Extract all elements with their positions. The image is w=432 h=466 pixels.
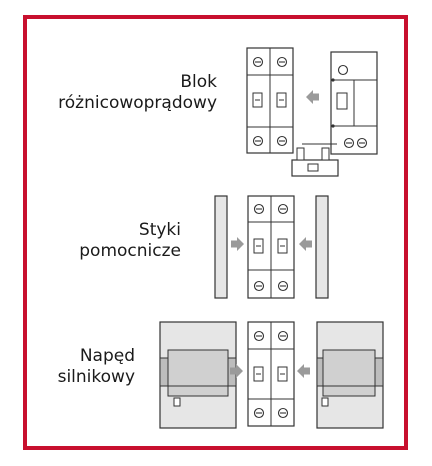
- terminal-bar-icon: [291, 143, 339, 177]
- arrow-left-icon: [297, 364, 310, 378]
- row-residual-current: [246, 47, 378, 177]
- label-motor-drive: Napęd silnikowy: [58, 346, 135, 388]
- arrow-left-icon: [299, 237, 312, 251]
- residual-current-block-icon: [330, 51, 378, 155]
- arrow-left-icon: [306, 90, 319, 104]
- diagram-frame: [23, 15, 408, 450]
- motor-drive-right-icon: [316, 321, 384, 429]
- label-line1: Styki: [138, 220, 181, 240]
- aux-contact-left-icon: [214, 195, 228, 299]
- label-residual-current-block: Blok różnicowoprądowy: [58, 72, 217, 114]
- breaker-module-icon: [247, 195, 295, 299]
- label-line2: różnicowoprądowy: [58, 93, 217, 113]
- motor-drive-left-icon: [159, 321, 237, 429]
- label-line1: Napęd: [79, 346, 135, 366]
- aux-contact-right-icon: [315, 195, 329, 299]
- label-line2: pomocnicze: [79, 241, 181, 261]
- row-motor-drive: [159, 321, 384, 429]
- label-line1: Blok: [180, 72, 217, 92]
- breaker-module-icon: [247, 321, 295, 427]
- label-auxiliary-contacts: Styki pomocnicze: [79, 220, 181, 262]
- arrow-right-icon: [231, 237, 244, 251]
- label-line2: silnikowy: [57, 367, 135, 387]
- row-auxiliary-contacts: [214, 195, 329, 299]
- breaker-module-icon: [246, 47, 294, 154]
